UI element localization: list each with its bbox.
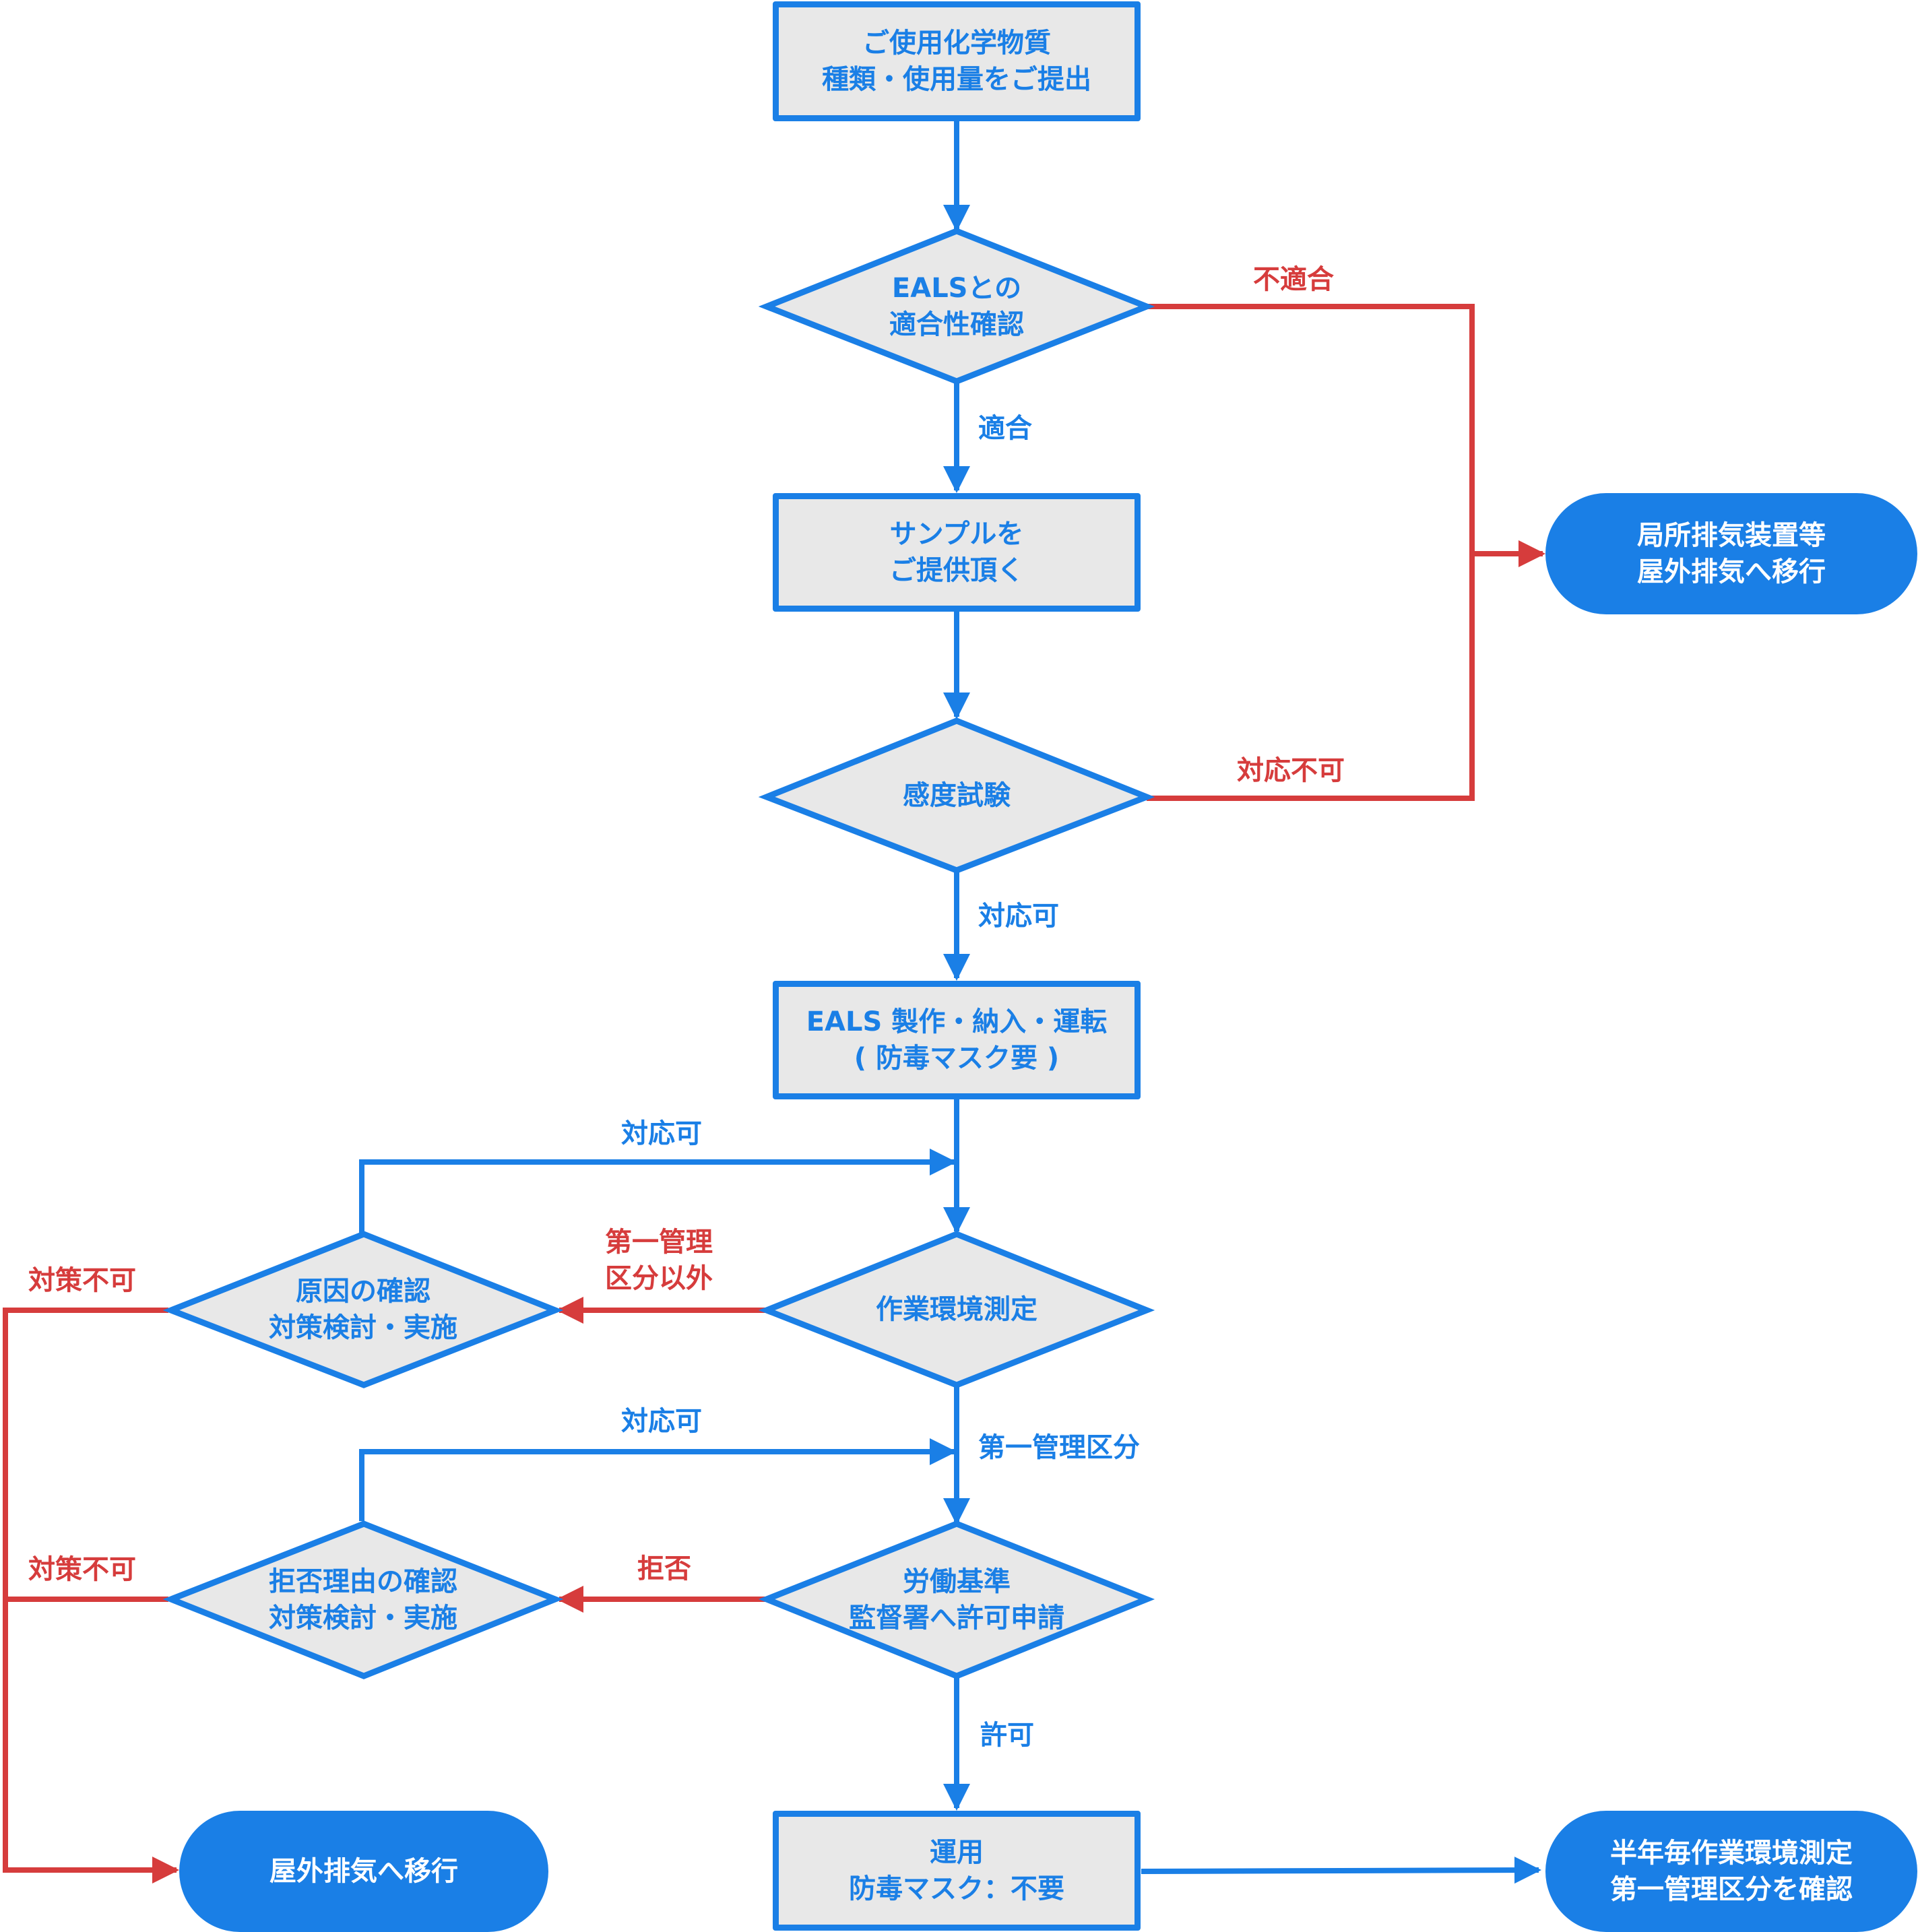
edge-cause-failure	[3, 1308, 179, 1883]
diamond-measure-line1: 作業環境測定	[876, 1294, 1037, 1325]
label-not-first-class-line1: 第一管理	[605, 1227, 713, 1258]
diamond-sensitivity	[758, 717, 1155, 874]
diamond-reject-text: 拒否理由の確認 対策検討・実施	[171, 1524, 555, 1676]
node-operation-line1: 運用	[930, 1837, 984, 1868]
terminal-local-exhaust-line2: 屋外排気へ移行	[1637, 556, 1826, 587]
label-countermeasure-impossible-1: 対策不可	[28, 1265, 136, 1296]
diamond-cause-line2: 対策検討・実施	[269, 1312, 457, 1343]
label-supported-reject: 対応可	[621, 1406, 702, 1437]
node-submit-line2: 種類・使用量をご提出	[822, 64, 1091, 95]
diamond-sensitivity-text: 感度試験	[767, 721, 1147, 870]
diamond-labor-line2: 監督署へ許可申請	[849, 1603, 1064, 1634]
label-incompatible: 不適合	[1253, 264, 1334, 295]
terminal-outdoor-exhaust-line1: 屋外排気へ移行	[269, 1856, 458, 1887]
terminal-periodic-line2: 第一管理区分を確認	[1610, 1874, 1853, 1905]
diamond-compat-line1: EALSとの	[891, 272, 1022, 304]
node-sample: サンプルを ご提供頂く	[773, 493, 1141, 612]
diamond-compat	[758, 228, 1155, 385]
edge-cause-loop	[359, 1149, 957, 1233]
node-submit: ご使用化学物質 種類・使用量をご提出	[773, 1, 1141, 121]
diamond-labor-line1: 労働基準	[903, 1566, 1011, 1597]
label-not-supported: 対応不可	[1237, 755, 1345, 786]
label-countermeasure-impossible-2: 対策不可	[28, 1554, 136, 1585]
label-not-first-class-line2: 区分以外	[605, 1263, 713, 1294]
diamond-cause-line1: 原因の確認	[296, 1276, 430, 1307]
terminal-periodic-line1: 半年毎作業環境測定	[1610, 1838, 1853, 1869]
edge-compat-incompatible	[1147, 304, 1475, 801]
terminal-local-exhaust-line1: 局所排気装置等	[1637, 520, 1826, 551]
label-refused: 拒否	[637, 1553, 691, 1584]
edge-operation-to-periodic	[1141, 1857, 1541, 1884]
node-sample-line1: サンプルを	[889, 519, 1024, 550]
diamond-reject-line2: 対策検討・実施	[269, 1603, 457, 1634]
diamond-compat-line2: 適合性確認	[889, 309, 1024, 340]
diamond-reject-line1: 拒否理由の確認	[269, 1566, 457, 1597]
edge-reject-loop	[359, 1438, 957, 1521]
label-supported: 対応可	[978, 901, 1059, 932]
label-compatible: 適合	[978, 413, 1032, 444]
node-operation: 運用 防毒マスク：不要	[773, 1811, 1141, 1931]
node-submit-line1: ご使用化学物質	[862, 28, 1051, 59]
node-build-line1: EALS 製作・納入・運転	[806, 1006, 1108, 1037]
diamond-sensitivity-line1: 感度試験	[903, 780, 1011, 811]
diamond-measure	[758, 1231, 1155, 1388]
diamond-reject	[162, 1520, 564, 1679]
diamond-compat-text: EALSとの 適合性確認	[767, 231, 1147, 381]
diamond-labor	[758, 1520, 1155, 1679]
diamond-labor-text: 労働基準 監督署へ許可申請	[767, 1524, 1147, 1676]
label-permitted: 許可	[980, 1720, 1034, 1751]
terminal-local-exhaust: 局所排気装置等 屋外排気へ移行	[1545, 493, 1917, 614]
diamond-measure-text: 作業環境測定	[767, 1234, 1147, 1385]
node-build: EALS 製作・納入・運転 ( 防毒マスク要 )	[773, 981, 1141, 1099]
node-build-line2: ( 防毒マスク要 )	[854, 1043, 1060, 1074]
label-supported-cause: 対応可	[621, 1118, 702, 1149]
node-operation-line2: 防毒マスク：不要	[849, 1873, 1064, 1904]
terminal-periodic: 半年毎作業環境測定 第一管理区分を確認	[1545, 1811, 1917, 1932]
label-not-first-class: 第一管理 区分以外	[605, 1224, 713, 1297]
diamond-cause	[162, 1231, 564, 1388]
terminal-outdoor-exhaust: 屋外排気へ移行	[179, 1811, 548, 1932]
node-sample-line2: ご提供頂く	[889, 555, 1024, 586]
diamond-cause-text: 原因の確認 対策検討・実施	[171, 1234, 555, 1385]
label-first-class: 第一管理区分	[978, 1432, 1140, 1463]
